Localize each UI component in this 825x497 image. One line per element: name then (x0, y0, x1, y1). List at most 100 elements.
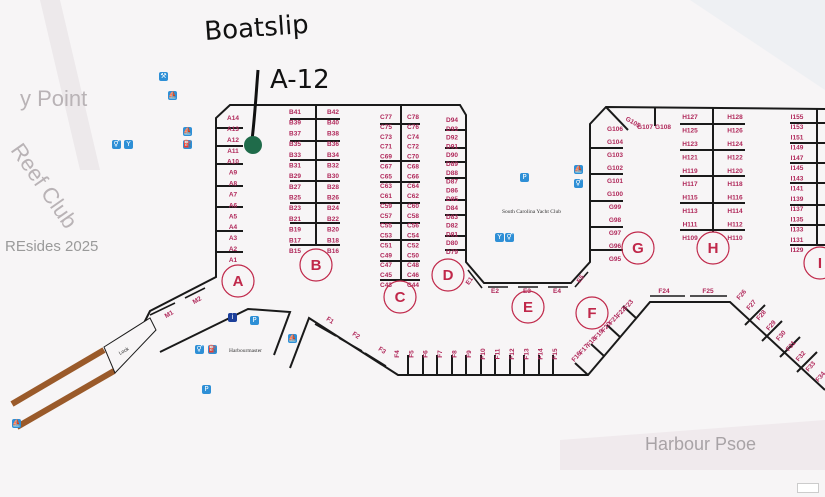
slip-f24[interactable]: F24 (658, 288, 670, 295)
slip-h123[interactable]: H123 (682, 141, 698, 148)
slip-h126[interactable]: H126 (727, 127, 743, 134)
slip-f1[interactable]: F1 (325, 316, 335, 326)
slip-b42[interactable]: B42 (327, 109, 339, 116)
slip-d86[interactable]: D86 (446, 187, 458, 194)
slip-i149[interactable]: I149 (791, 145, 804, 152)
slip-b24[interactable]: B24 (327, 205, 339, 212)
slip-c62[interactable]: C62 (407, 193, 419, 200)
slip-i143[interactable]: I143 (791, 175, 804, 182)
restroom-icon[interactable]: ⚥ (112, 140, 121, 149)
slip-i129[interactable]: I129 (791, 247, 804, 254)
fuel-icon[interactable]: ⛽ (183, 140, 192, 149)
slip-f27[interactable]: F27 (745, 298, 758, 311)
slip-c60[interactable]: C60 (407, 203, 419, 210)
slip-f25[interactable]: F25 (702, 288, 714, 295)
slip-a8[interactable]: A8 (229, 181, 238, 188)
slip-a4[interactable]: A4 (229, 224, 238, 231)
slip-a11[interactable]: A11 (227, 148, 239, 155)
slip-f28[interactable]: F28 (755, 309, 768, 322)
slip-d89[interactable]: D89 (446, 161, 458, 168)
slip-b25[interactable]: B25 (289, 195, 301, 202)
slip-b20[interactable]: B20 (327, 227, 339, 234)
slip-c57[interactable]: C57 (380, 213, 392, 220)
slip-f5[interactable]: F5 (408, 350, 415, 358)
slip-b31[interactable]: B31 (289, 162, 301, 169)
slip-a12-marker[interactable] (244, 136, 262, 154)
slip-g102[interactable]: G102 (607, 165, 623, 172)
slip-e3[interactable]: E3 (523, 288, 531, 295)
slip-d90[interactable]: D90 (446, 152, 458, 159)
slip-b16[interactable]: B16 (327, 248, 339, 255)
slip-c64[interactable]: C64 (407, 183, 419, 190)
slip-i139[interactable]: I139 (791, 196, 804, 203)
slip-e5[interactable]: E5 (576, 274, 587, 285)
slip-b36[interactable]: B36 (327, 141, 339, 148)
slip-c54[interactable]: C54 (407, 233, 419, 240)
slip-b19[interactable]: B19 (289, 227, 301, 234)
slip-g101[interactable]: G101 (607, 178, 623, 185)
boat-icon[interactable]: ⛵ (288, 334, 297, 343)
slip-m2[interactable]: M2 (192, 295, 204, 306)
slip-b27[interactable]: B27 (289, 184, 301, 191)
parking-icon[interactable]: P (250, 316, 259, 325)
slip-c61[interactable]: C61 (380, 193, 392, 200)
slip-c75[interactable]: C75 (380, 124, 392, 131)
slip-i151[interactable]: I151 (791, 134, 804, 141)
slip-c50[interactable]: C50 (407, 252, 419, 259)
slip-i153[interactable]: I153 (791, 124, 804, 131)
dock-label-i[interactable]: I (818, 255, 822, 272)
slip-h113[interactable]: H113 (682, 208, 698, 215)
slip-h121[interactable]: H121 (682, 154, 698, 161)
restroom-icon[interactable]: ⚥ (195, 345, 204, 354)
slip-f8[interactable]: F8 (451, 350, 458, 358)
bar-icon[interactable]: Y (495, 233, 504, 242)
slip-b17[interactable]: B17 (289, 237, 301, 244)
parking-icon[interactable]: P (520, 173, 529, 182)
slip-h118[interactable]: H118 (727, 181, 743, 188)
slip-a12[interactable]: A12 (227, 137, 239, 144)
slip-e4[interactable]: E4 (553, 288, 561, 295)
slip-c59[interactable]: C59 (380, 203, 392, 210)
slip-d87[interactable]: D87 (446, 179, 458, 186)
slip-b33[interactable]: B33 (289, 152, 301, 159)
slip-b39[interactable]: B39 (289, 120, 301, 127)
slip-c72[interactable]: C72 (407, 144, 419, 151)
slip-c56[interactable]: C56 (407, 223, 419, 230)
slip-g108[interactable]: G108 (655, 124, 671, 131)
slip-b38[interactable]: B38 (327, 130, 339, 137)
slip-c52[interactable]: C52 (407, 242, 419, 249)
slip-h122[interactable]: H122 (727, 154, 743, 161)
slip-c66[interactable]: C66 (407, 173, 419, 180)
dock-label-f[interactable]: F (587, 305, 596, 322)
restroom-icon[interactable]: ⚥ (505, 233, 514, 242)
slip-h114[interactable]: H114 (727, 208, 743, 215)
boat-icon[interactable]: ⛵ (12, 419, 21, 428)
boat-icon[interactable]: ⛵ (574, 165, 583, 174)
slip-b41[interactable]: B41 (289, 109, 301, 116)
slip-e2[interactable]: E2 (491, 288, 499, 295)
slip-f29[interactable]: F29 (765, 319, 778, 332)
slip-c53[interactable]: C53 (380, 233, 392, 240)
slip-b34[interactable]: B34 (327, 152, 339, 159)
slip-g98[interactable]: G98 (609, 217, 622, 224)
slip-g99[interactable]: G99 (609, 204, 622, 211)
slip-d94[interactable]: D94 (446, 117, 458, 124)
slip-c49[interactable]: C49 (380, 252, 392, 259)
slip-b18[interactable]: B18 (327, 237, 339, 244)
dock-label-d[interactable]: D (443, 267, 454, 284)
slip-g96[interactable]: G96 (609, 243, 622, 250)
slip-d82[interactable]: D82 (446, 223, 458, 230)
slip-a2[interactable]: A2 (229, 246, 238, 253)
slip-h111[interactable]: H111 (683, 222, 698, 229)
slip-f26[interactable]: F26 (736, 288, 749, 301)
slip-f23[interactable]: F23 (623, 298, 636, 311)
slip-g106[interactable]: G106 (607, 126, 623, 133)
slip-b32[interactable]: B32 (327, 162, 339, 169)
slip-c67[interactable]: C67 (380, 163, 392, 170)
slip-h119[interactable]: H119 (682, 168, 698, 175)
slip-a6[interactable]: A6 (229, 202, 238, 209)
slip-m1[interactable]: M1 (164, 309, 176, 320)
slip-c45[interactable]: C45 (380, 272, 392, 279)
slip-d84[interactable]: D84 (446, 205, 458, 212)
slip-f9[interactable]: F9 (466, 350, 473, 358)
